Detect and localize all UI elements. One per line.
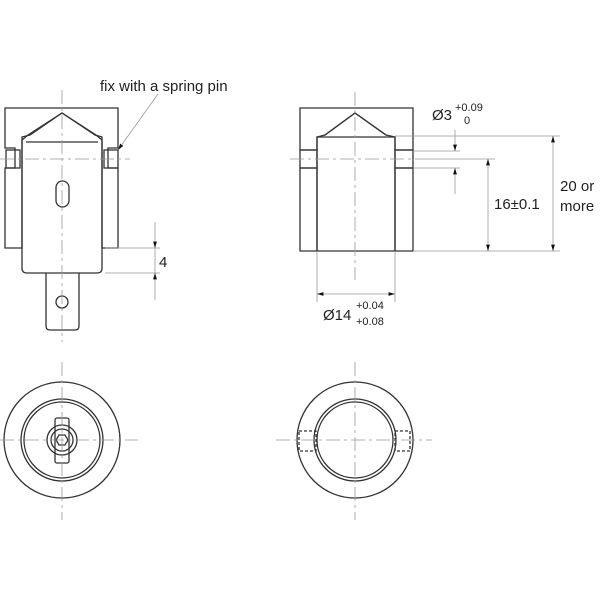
hole-tol-upper: +0.09: [455, 102, 483, 114]
bore-diameter: Ø14: [323, 307, 351, 324]
bore-section: Ø3 +0.09 0 16±0.1 20 or more Ø14 +0.04 +…: [290, 92, 594, 328]
depth-dimension: 16±0.1: [494, 196, 540, 213]
min-depth-line2: more: [560, 198, 594, 215]
min-depth-line1: 20 or: [560, 178, 594, 195]
bore-end-view: [276, 362, 432, 520]
bore-tol-lower: +0.08: [356, 316, 384, 328]
installed-pin-section: 4 fix with a spring pin: [0, 78, 228, 342]
hole-diameter: Ø3: [432, 107, 452, 124]
spring-pin-annotation: fix with a spring pin: [100, 78, 228, 95]
dimension-gap: 4: [159, 254, 167, 271]
bore: [316, 136, 396, 252]
pin-body: [21, 112, 103, 274]
pin-end-view: [0, 362, 138, 520]
pin-stub: [45, 273, 80, 331]
pin-slot: [55, 180, 70, 208]
hole-tol-lower: 0: [464, 115, 470, 127]
bore-tol-upper: +0.04: [356, 300, 384, 312]
